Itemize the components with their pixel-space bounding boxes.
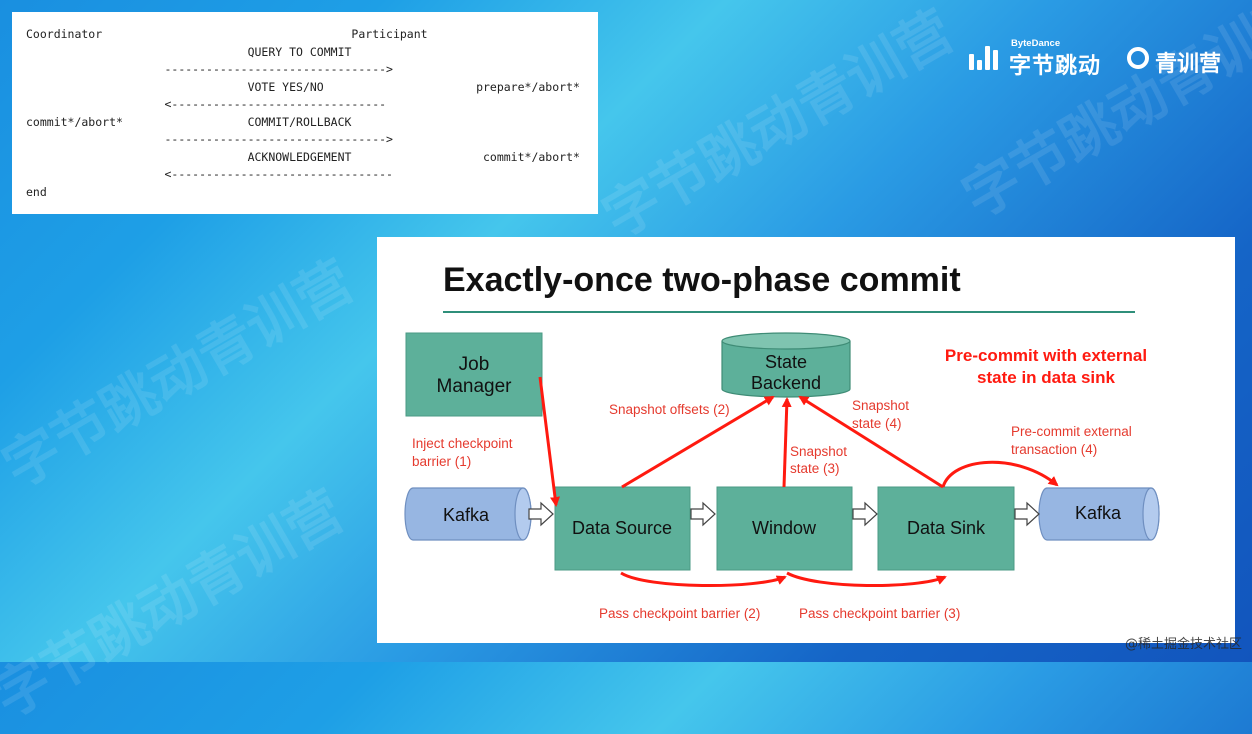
arrow-right: --------------------------------> — [164, 132, 393, 146]
coordinator-state: commit*/abort* — [26, 114, 123, 129]
inject-barrier-label-line2: barrier (1) — [412, 454, 471, 469]
flow-arrow-icon — [852, 501, 878, 527]
kafka-sink-node: Kafka — [1038, 487, 1160, 541]
state-backend-label-line1: State — [765, 352, 807, 372]
bytedance-small-label: ByteDance — [1011, 38, 1061, 49]
pass-barrier-2-arrow — [620, 571, 787, 588]
arrow-left: <------------------------------- — [164, 97, 387, 111]
two-phase-commit-protocol-panel: Coordinator Participant QUERY TO COMMIT … — [12, 12, 598, 214]
message-ack: ACKNOWLEDGEMENT — [247, 149, 352, 164]
message-commit: COMMIT/ROLLBACK — [247, 114, 352, 129]
data-source-node: Data Source — [554, 486, 691, 571]
flow-arrow-icon — [690, 501, 716, 527]
state-backend-node: State Backend — [721, 332, 851, 398]
pass-barrier-3-label: Pass checkpoint barrier (3) — [799, 606, 960, 621]
end-label: end — [26, 184, 47, 199]
inject-barrier-arrow — [538, 376, 560, 507]
flink-two-phase-commit-slide: Exactly-once two-phase commit Job Manage… — [377, 237, 1235, 643]
window-node: Window — [716, 486, 853, 571]
watermark: 字节跳动青训营 — [0, 478, 355, 731]
data-sink-label: Data Sink — [907, 518, 986, 538]
kafka-source-label: Kafka — [443, 505, 490, 525]
snapshot-window-state-label-line2: state (3) — [790, 461, 840, 476]
precommit-label-line2: transaction (4) — [1011, 442, 1097, 457]
message-vote: VOTE YES/NO — [247, 79, 324, 94]
message-query: QUERY TO COMMIT — [247, 44, 352, 59]
inject-barrier-label-line1: Inject checkpoint — [412, 436, 513, 451]
dataflow-diagram: Job Manager State Backend Kafka Kafka Da… — [404, 332, 1160, 621]
snapshot-offsets-label: Snapshot offsets (2) — [609, 402, 730, 417]
source-credit: @稀土掘金技术社区 — [1124, 637, 1242, 652]
snapshot-sink-state-arrow — [798, 395, 944, 489]
data-source-label: Data Source — [572, 518, 672, 538]
flow-arrow-icon — [1014, 501, 1040, 527]
protocol-text: Coordinator Participant QUERY TO COMMIT … — [12, 12, 598, 201]
job-manager-node: Job Manager — [405, 332, 543, 417]
pass-barrier-3-arrow — [786, 571, 947, 588]
coordinator-label: Coordinator — [26, 27, 103, 41]
precommit-transaction-arrow — [941, 460, 1059, 488]
bytedance-logo-icon — [969, 44, 1001, 70]
kafka-source-node: Kafka — [404, 487, 532, 541]
pass-barrier-2-label: Pass checkpoint barrier (2) — [599, 606, 760, 621]
snapshot-offsets-arrow — [621, 395, 775, 489]
camp-logo-icon — [1127, 47, 1149, 69]
snapshot-sink-state-label-line1: Snapshot — [852, 398, 909, 413]
job-manager-label-line1: Job — [459, 354, 490, 375]
data-sink-node: Data Sink — [877, 486, 1015, 571]
arrow-right: --------------------------------> — [164, 62, 393, 76]
participant-label: Participant — [351, 27, 428, 41]
camp-name: 青训营 — [1155, 52, 1222, 77]
bytedance-name: 字节跳动 — [1009, 54, 1102, 79]
flow-arrow-icon — [528, 501, 554, 527]
slide-title: Exactly-once two-phase commit — [443, 261, 961, 299]
state-backend-label-line2: Backend — [751, 373, 821, 393]
brand-logos: ByteDance 字节跳动 青训营 — [965, 38, 1235, 79]
watermark: 字节跳动 青训营 — [952, 0, 1252, 231]
arrow-left: <-------------------------------- — [164, 167, 393, 181]
snapshot-sink-state-label-line2: state (4) — [852, 416, 902, 431]
participant-state: commit*/abort* — [482, 149, 580, 164]
job-manager-label-line2: Manager — [437, 376, 513, 397]
precommit-note-line1: Pre-commit with external — [945, 346, 1147, 365]
watermark: 字节跳动青训营 — [592, 0, 965, 251]
watermark: 字节跳动青训营 — [0, 248, 365, 501]
precommit-note-line2: state in data sink — [977, 368, 1115, 387]
precommit-label-line1: Pre-commit external — [1011, 424, 1132, 439]
window-label: Window — [752, 518, 817, 538]
kafka-sink-label: Kafka — [1075, 503, 1122, 523]
title-underline — [443, 311, 1135, 313]
participant-state: prepare*/abort* — [476, 79, 580, 94]
snapshot-window-state-arrow — [781, 397, 792, 488]
snapshot-window-state-label-line1: Snapshot — [790, 444, 847, 459]
